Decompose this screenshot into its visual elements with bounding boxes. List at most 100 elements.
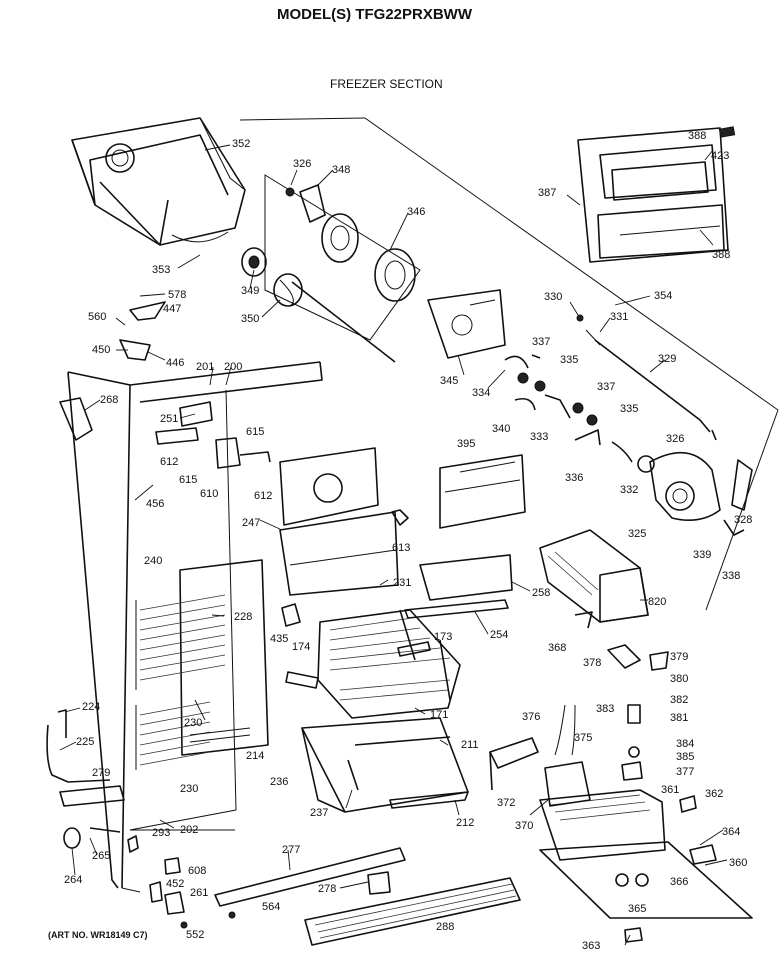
callout-346: 346 (407, 206, 425, 218)
callout-820: 820 (648, 596, 666, 608)
callout-370: 370 (515, 820, 533, 832)
callout-202: 202 (180, 824, 198, 836)
callout-363: 363 (582, 940, 600, 952)
callout-211: 211 (461, 739, 479, 751)
ice-maker (539, 529, 649, 629)
callout-258: 258 (532, 587, 550, 599)
callout-345: 345 (440, 375, 458, 387)
callout-225: 225 (76, 736, 94, 748)
callout-326b: 326 (666, 433, 684, 445)
callout-337: 337 (532, 336, 550, 348)
callout-231: 231 (393, 577, 411, 589)
callout-423: 423 (711, 150, 729, 162)
callout-335b: 335 (620, 403, 638, 415)
callout-388b: 388 (712, 249, 730, 261)
callout-354: 354 (654, 290, 672, 302)
callout-380: 380 (670, 673, 688, 685)
wire-cover (489, 737, 539, 791)
callout-334: 334 (472, 387, 490, 399)
callout-366: 366 (670, 876, 688, 888)
callout-174: 174 (292, 641, 310, 653)
callout-446: 446 (166, 357, 184, 369)
callout-612: 612 (160, 456, 178, 468)
callout-268: 268 (100, 394, 118, 406)
small-parts-left (155, 401, 431, 689)
callout-332: 332 (620, 484, 638, 496)
callout-368: 368 (548, 642, 566, 654)
callout-560: 560 (88, 311, 106, 323)
callout-613: 613 (392, 542, 410, 554)
callout-264: 264 (64, 874, 82, 886)
fan-shroud (279, 447, 409, 596)
motor-mount-plate (427, 289, 506, 359)
callout-450: 450 (92, 344, 110, 356)
dispenser-panel (577, 126, 736, 263)
callout-254: 254 (490, 629, 508, 641)
callout-382: 382 (670, 694, 688, 706)
callout-labels: 352 326 348 346 388 423 387 388 353 349 … (64, 130, 752, 952)
callout-261: 261 (190, 887, 208, 899)
callout-337b: 337 (597, 381, 615, 393)
callout-564: 564 (262, 901, 280, 913)
callout-171: 171 (430, 709, 448, 721)
callout-230b: 230 (180, 783, 198, 795)
small-parts-bottom (59, 301, 236, 929)
callout-360: 360 (729, 857, 747, 869)
wire-basket (317, 609, 461, 719)
callout-214: 214 (246, 750, 264, 762)
callout-336: 336 (565, 472, 583, 484)
callout-350: 350 (241, 313, 259, 325)
callout-375: 375 (574, 732, 592, 744)
callout-372: 372 (497, 797, 515, 809)
callout-277: 277 (282, 844, 300, 856)
callout-578: 578 (168, 289, 186, 301)
callout-279: 279 (92, 767, 110, 779)
rail-and-grille (214, 847, 521, 946)
callout-615b: 615 (179, 474, 197, 486)
callout-349: 349 (241, 285, 259, 297)
callout-384: 384 (676, 738, 694, 750)
callout-224: 224 (82, 701, 100, 713)
callout-230: 230 (184, 717, 202, 729)
callout-378: 378 (583, 657, 601, 669)
callout-173: 173 (434, 631, 452, 643)
art-number: (ART NO. WR18149 C7) (48, 930, 148, 940)
callout-608: 608 (188, 865, 206, 877)
model-title: MODEL(S) TFG22PRXBWW (277, 6, 473, 23)
auger-motor (637, 451, 753, 536)
callout-335: 335 (560, 354, 578, 366)
relay-components (554, 644, 669, 781)
callout-395: 395 (457, 438, 475, 450)
callout-236: 236 (270, 776, 288, 788)
callout-452: 452 (166, 878, 184, 890)
callout-288: 288 (436, 921, 454, 933)
callout-377: 377 (676, 766, 694, 778)
callout-329: 329 (658, 353, 676, 365)
callout-352: 352 (232, 138, 250, 150)
linkage-parts (504, 355, 633, 463)
callout-339: 339 (693, 549, 711, 561)
callout-200: 200 (224, 361, 242, 373)
callout-387: 387 (538, 187, 556, 199)
callout-376: 376 (522, 711, 540, 723)
callout-333: 333 (530, 431, 548, 443)
callout-251: 251 (160, 413, 178, 425)
callout-365: 365 (628, 903, 646, 915)
callout-340: 340 (492, 423, 510, 435)
section-title: FREEZER SECTION (330, 77, 443, 91)
machine-compartment (539, 761, 753, 943)
callout-385: 385 (676, 751, 694, 763)
callout-610: 610 (200, 488, 218, 500)
auger-assembly (241, 174, 421, 363)
callout-383: 383 (596, 703, 614, 715)
freezer-bin (301, 717, 469, 813)
callout-212: 212 (456, 817, 474, 829)
freezer-liner-wall (67, 361, 323, 893)
callout-328: 328 (734, 514, 752, 526)
callout-348: 348 (332, 164, 350, 176)
callout-612b: 612 (254, 490, 272, 502)
ice-bucket (71, 117, 246, 246)
callout-435: 435 (270, 633, 288, 645)
callout-331: 331 (610, 311, 628, 323)
